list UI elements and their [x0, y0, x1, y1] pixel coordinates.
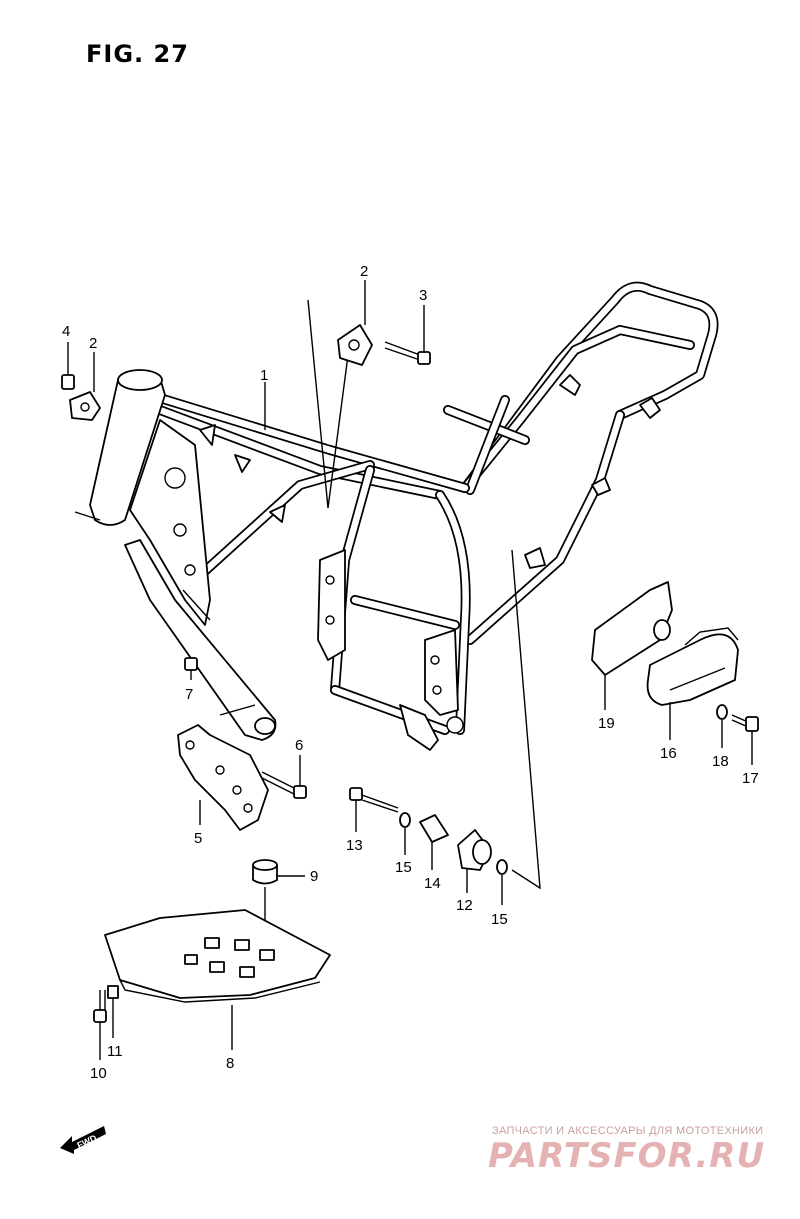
frame-part	[74, 281, 719, 751]
callout-10: 10	[90, 1065, 107, 1082]
washer-part-15-left	[399, 812, 411, 855]
washer-part-18	[716, 704, 728, 748]
bolt-part-17	[731, 714, 759, 765]
callout-15-right: 15	[491, 911, 508, 928]
callout-7: 7	[185, 686, 193, 703]
collar-part-11	[107, 985, 119, 1038]
callout-5: 5	[194, 830, 202, 847]
watermark-logo: PARTSFOR.RU	[488, 1136, 766, 1176]
callout-13: 13	[346, 837, 363, 854]
washer-part-15-right	[496, 859, 508, 905]
bolt-part-3	[384, 305, 431, 365]
cap-part-9	[252, 859, 305, 940]
guard-part-16	[646, 627, 739, 740]
callout-12: 12	[456, 897, 473, 914]
bolt-part-10	[93, 990, 107, 1060]
callout-3: 3	[419, 287, 427, 304]
callout-19: 19	[598, 715, 615, 732]
callout-15-left: 15	[395, 859, 412, 876]
bracket-part-2-left	[69, 352, 101, 421]
bracket-part-5	[177, 724, 269, 831]
callout-14: 14	[424, 875, 441, 892]
figure-title: FIG. 27	[86, 40, 189, 68]
callout-9: 9	[310, 868, 318, 885]
bushing-part-12	[457, 829, 492, 893]
nut-part-7	[184, 657, 198, 680]
callout-18: 18	[712, 753, 729, 770]
callout-6: 6	[295, 737, 303, 754]
callout-8: 8	[226, 1055, 234, 1072]
callout-1: 1	[260, 367, 268, 384]
callout-2-upper: 2	[360, 263, 368, 280]
cover-part-19	[591, 581, 673, 710]
bolt-part-13	[349, 787, 399, 832]
callout-17: 17	[742, 770, 759, 787]
callout-2-left: 2	[89, 335, 97, 352]
bracket-part-2-upper	[337, 280, 373, 366]
callout-16: 16	[660, 745, 677, 762]
callout-4: 4	[62, 323, 70, 340]
watermark-subtitle: ЗАПЧАСТИ И АКСЕССУАРЫ ДЛЯ МОТОТЕХНИКИ	[492, 1125, 764, 1137]
bolt-part-6	[261, 755, 307, 799]
forward-arrow-icon: FWD	[58, 1118, 110, 1159]
collar-part-14	[419, 814, 449, 870]
nut-part-4	[61, 342, 75, 390]
callout-11: 11	[107, 1043, 123, 1060]
skid-plate-part-8	[104, 909, 331, 1050]
